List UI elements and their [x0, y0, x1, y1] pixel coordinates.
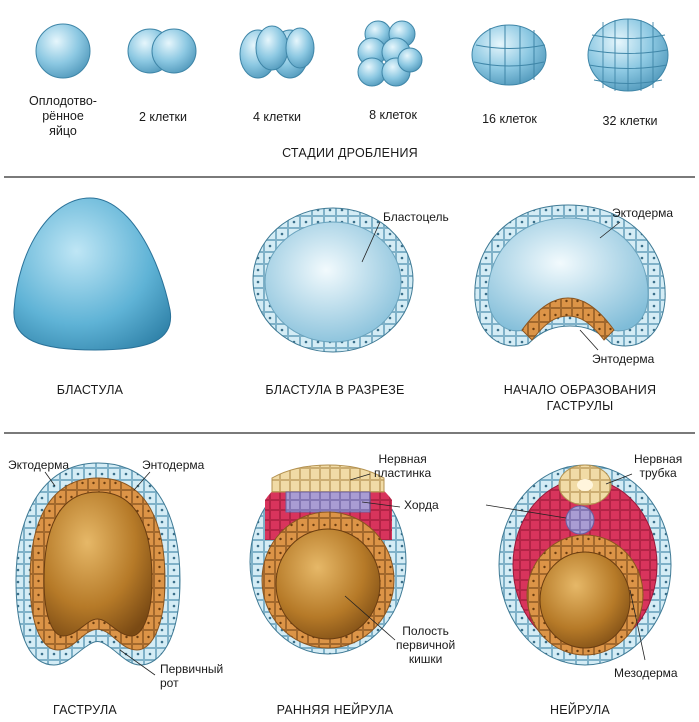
label-gut-cavity: Полость первичной кишки	[396, 624, 455, 666]
caption-blastula-section: БЛАСТУЛА В РАЗРЕЗЕ	[240, 382, 430, 398]
stage-label-4: 4 клетки	[232, 110, 322, 125]
label-notochord: Хорда	[404, 498, 439, 512]
stage-label-8: 8 клеток	[348, 108, 438, 123]
label-neural-plate: Нервная пластинка	[374, 452, 431, 480]
label-mesoderm: Мезодерма	[614, 666, 678, 680]
four-cell	[240, 26, 314, 78]
gastrula-section	[16, 463, 180, 675]
stage-label-16: 16 клеток	[462, 112, 557, 127]
label-endoderm-2: Энтодерма	[592, 352, 654, 366]
caption-neurula: НЕЙРУЛА	[520, 702, 640, 718]
caption-early-neurula: РАННЯЯ НЕЙРУЛА	[250, 702, 420, 718]
two-cell	[128, 29, 196, 73]
label-ectoderm-3: Эктодерма	[8, 458, 69, 472]
eight-cell	[358, 21, 422, 86]
label-ectoderm-2: Эктодерма	[612, 206, 673, 220]
thirty-two-cell	[588, 19, 668, 91]
label-endoderm-3: Энтодерма	[142, 458, 204, 472]
stage-label-egg: Оплодотво- рённое яйцо	[10, 94, 116, 139]
label-primary-mouth: Первичный рот	[160, 662, 223, 690]
cleavage-caption: СТАДИИ ДРОБЛЕНИЯ	[230, 145, 470, 161]
label-blastocoel: Бластоцель	[383, 210, 449, 224]
label-neural-tube: Нервная трубка	[634, 452, 682, 480]
divider-1	[4, 176, 695, 178]
sixteen-cell	[472, 25, 546, 85]
caption-gastrula: ГАСТРУЛА	[20, 702, 150, 718]
divider-2	[4, 432, 695, 434]
neurula-section	[486, 465, 671, 665]
early-gastrula-section	[475, 205, 665, 350]
caption-early-gastrula: НАЧАЛО ОБРАЗОВАНИЯ ГАСТРУЛЫ	[470, 382, 690, 414]
blastula-section	[253, 208, 413, 352]
early-neurula-section	[250, 465, 406, 654]
caption-blastula: БЛАСТУЛА	[20, 382, 160, 398]
cleavage-stages	[36, 19, 668, 91]
stage-label-32: 32 клетки	[580, 114, 680, 129]
blastula-external	[14, 198, 171, 350]
stage-label-2: 2 клетки	[118, 110, 208, 125]
